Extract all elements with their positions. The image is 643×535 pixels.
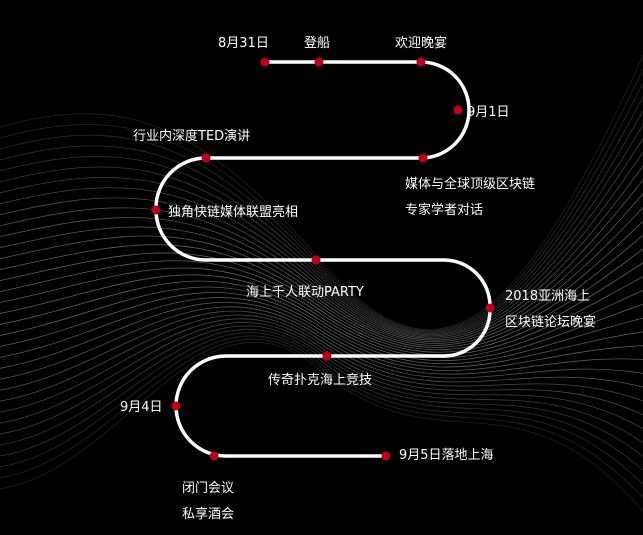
- wave-line: [0, 286, 643, 365]
- wave-line: [0, 192, 643, 343]
- wave-line: [0, 109, 643, 334]
- wave-line: [0, 234, 643, 348]
- label-sep1: 9月1日: [467, 105, 510, 120]
- dot-sep1: [453, 105, 463, 115]
- wave-line: [0, 95, 643, 333]
- wave-line: [0, 151, 643, 338]
- wave-line: [0, 338, 643, 499]
- wave-line: [0, 179, 643, 341]
- wave-line: [0, 314, 643, 402]
- wave-line: [0, 82, 643, 332]
- label-boarding: 登船: [304, 36, 331, 51]
- wave-line: [0, 123, 643, 336]
- label-media-dialogue: 媒体与全球顶级区块链 专家学者对话: [405, 172, 535, 224]
- label-media-dialogue-line1: 媒体与全球顶级区块链: [405, 177, 536, 192]
- wave-line: [0, 325, 643, 444]
- label-welcome-dinner: 欢迎晚宴: [395, 36, 448, 51]
- dot-welcome-dinner: [416, 57, 426, 67]
- wave-line: [0, 318, 643, 416]
- label-asia-forum-line1: 2018亚洲海上: [505, 289, 591, 304]
- wave-line: [0, 267, 643, 356]
- label-party: 海上千人联动PARTY: [246, 285, 364, 300]
- label-sep5: 9月5日落地上海: [399, 448, 494, 463]
- timeline-path: [154, 60, 492, 458]
- dot-boarding: [314, 57, 324, 67]
- wave-line: [0, 260, 643, 353]
- dot-party: [311, 255, 321, 265]
- label-ted-talk: 行业内深度TED演讲: [133, 129, 251, 144]
- wave-line: [0, 68, 643, 331]
- wave-line: [0, 274, 643, 358]
- wave-line: [0, 297, 643, 371]
- dot-aug31: [260, 57, 270, 67]
- wave-line: [0, 220, 643, 346]
- label-media-alliance: 独角快链媒体联盟亮相: [168, 205, 299, 220]
- dot-media-dialogue: [418, 153, 428, 163]
- wave-line: [0, 322, 643, 430]
- wave-line: [0, 332, 643, 471]
- timeline-dots: [151, 57, 495, 461]
- label-private-wine-line1: 闭门会议: [182, 481, 235, 496]
- wave-line: [0, 306, 643, 380]
- dot-sep4: [171, 401, 181, 411]
- wave-line: [0, 292, 643, 368]
- dot-poker: [322, 351, 332, 361]
- wave-lines-decoration: [0, 54, 643, 513]
- label-private-wine-line2: 私享酒会: [182, 507, 235, 522]
- label-media-dialogue-line2: 专家学者对话: [405, 203, 484, 218]
- wave-line: [0, 301, 643, 375]
- wave-line: [0, 329, 643, 458]
- wave-line: [0, 137, 643, 337]
- dot-private-wine: [209, 451, 219, 461]
- dot-sep5: [381, 451, 391, 461]
- label-sep4: 9月4日: [120, 400, 163, 415]
- wave-line: [0, 206, 643, 344]
- wave-line: [0, 165, 643, 339]
- dot-asia-forum-dinner: [485, 303, 495, 313]
- label-poker: 传奇扑克海上竞技: [268, 373, 373, 388]
- wave-line: [0, 248, 643, 351]
- label-asia-forum-dinner: 2018亚洲海上 区块链论坛晚宴: [505, 284, 596, 336]
- label-private-wine: 闭门会议 私享酒会: [182, 476, 234, 528]
- wave-line: [0, 310, 643, 391]
- dot-ted-talk: [201, 153, 211, 163]
- dot-media-alliance: [151, 205, 161, 215]
- wave-line: [0, 335, 643, 485]
- wave-line: [0, 280, 643, 361]
- wave-line: [0, 54, 643, 330]
- label-aug31: 8月31日: [218, 36, 269, 51]
- label-asia-forum-line2: 区块链论坛晚宴: [505, 315, 597, 330]
- wave-line: [0, 342, 643, 513]
